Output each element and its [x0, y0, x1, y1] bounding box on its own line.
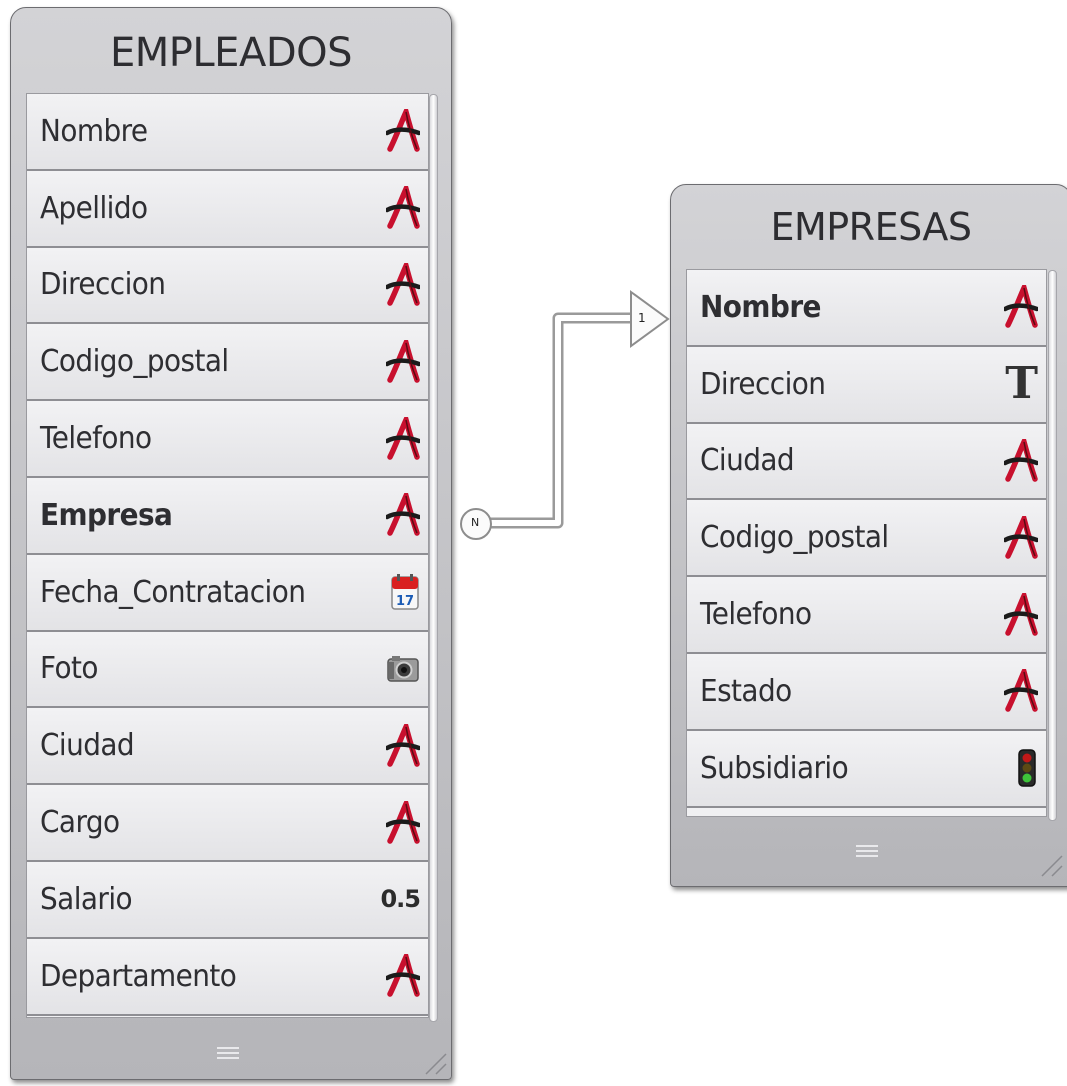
empleados-title: EMPLEADOS [109, 30, 353, 76]
empleados-field-row[interactable]: Foto [27, 631, 428, 709]
empleados-field-label: Apellido [40, 190, 148, 226]
empresas-field-row[interactable]: Estado [687, 654, 1046, 731]
empresas-field-row[interactable]: Ciudad [687, 423, 1046, 501]
empleados-field-row[interactable]: Apellido [27, 170, 428, 248]
empresas-footer-grip-icon[interactable] [856, 845, 878, 857]
relation-many-label: N [471, 516, 480, 529]
text-icon [1004, 438, 1038, 483]
empresas-field-row[interactable]: Subsidiario [687, 730, 1046, 808]
empresas-field-label: Telefono [700, 597, 812, 633]
empleados-field-label: Codigo_postal [40, 344, 229, 380]
empleados-field-row[interactable]: Telefono [27, 401, 428, 478]
empleados-field-label: Departamento [40, 958, 237, 994]
empleados-field-row[interactable]: Fecha_Contratacion 17 [27, 554, 428, 632]
text-icon [386, 339, 420, 384]
empresas-resize-handle-icon[interactable] [1041, 855, 1063, 877]
empleados-footer-grip-icon[interactable] [217, 1047, 239, 1059]
number-text: 0.5 [380, 885, 421, 914]
empleados-field-row[interactable]: Departamento [27, 938, 428, 1016]
empresas-field-row[interactable]: Direccion T [687, 346, 1046, 424]
empleados-field-row[interactable]: Cargo [27, 785, 428, 862]
empleados-field-label: Nombre [40, 113, 148, 149]
empresas-field-row[interactable]: Nombre [687, 270, 1046, 347]
text-icon [386, 416, 420, 461]
empresas-field-label: Codigo_postal [700, 520, 889, 556]
text-icon [1004, 285, 1038, 329]
relation-many-end-icon [460, 508, 492, 540]
text-block-icon: T [1005, 362, 1038, 406]
empresas-field-label: Direccion [700, 366, 826, 402]
text-icon [386, 954, 420, 998]
empleados-scrollbar[interactable] [429, 94, 438, 1022]
text-icon [386, 493, 420, 537]
empresas-field-row[interactable]: Codigo_postal [687, 500, 1046, 578]
boolean-icon [1016, 748, 1038, 788]
empresas-field-label: Subsidiario [700, 750, 849, 786]
number-icon: 0.5 [380, 885, 421, 914]
empleados-field-label: Ciudad [40, 728, 135, 764]
empleados-field-row[interactable]: Salario 0.5 [27, 862, 428, 939]
text-icon [1004, 592, 1038, 637]
empresas-field-label: Nombre [700, 289, 821, 325]
empleados-field-label: Foto [40, 651, 98, 687]
empleados-resize-handle-icon[interactable] [425, 1053, 447, 1075]
empleados-field-label: Telefono [40, 421, 152, 457]
empleados-field-label: Salario [40, 881, 133, 917]
empleados-field-row[interactable]: Codigo_postal [27, 324, 428, 402]
empresas-field-label: Ciudad [700, 443, 795, 479]
empleados-field-row[interactable]: Nombre [27, 94, 428, 171]
text-icon [386, 109, 420, 153]
relation-one-end-icon [630, 290, 670, 348]
calendar-day-text: 17 [396, 594, 414, 609]
empresas-field-label: Estado [700, 673, 792, 709]
empleados-field-row[interactable]: Empresa [27, 478, 428, 555]
empresas-scrollbar[interactable] [1048, 270, 1057, 821]
relation-one-label: 1 [638, 311, 646, 325]
text-icon [386, 723, 420, 768]
text-icon [386, 262, 420, 307]
empleados-field-label: Direccion [40, 267, 166, 303]
empleados-field-label: Cargo [40, 805, 120, 841]
empleados-field-label: Fecha_Contratacion [40, 574, 306, 610]
empleados-field-row[interactable]: Direccion [27, 247, 428, 325]
text-icon [386, 186, 420, 230]
calendar-icon: 17 [390, 573, 420, 611]
text-block-glyph: T [1005, 358, 1038, 410]
text-icon [1004, 515, 1038, 560]
empleados-field-row[interactable]: Ciudad [27, 708, 428, 786]
camera-icon [386, 654, 420, 684]
text-icon [386, 800, 420, 845]
empleados-field-label: Empresa [40, 497, 173, 533]
text-icon [1004, 669, 1038, 713]
empresas-title: EMPRESAS [770, 205, 972, 249]
empresas-field-row[interactable]: Telefono [687, 577, 1046, 654]
